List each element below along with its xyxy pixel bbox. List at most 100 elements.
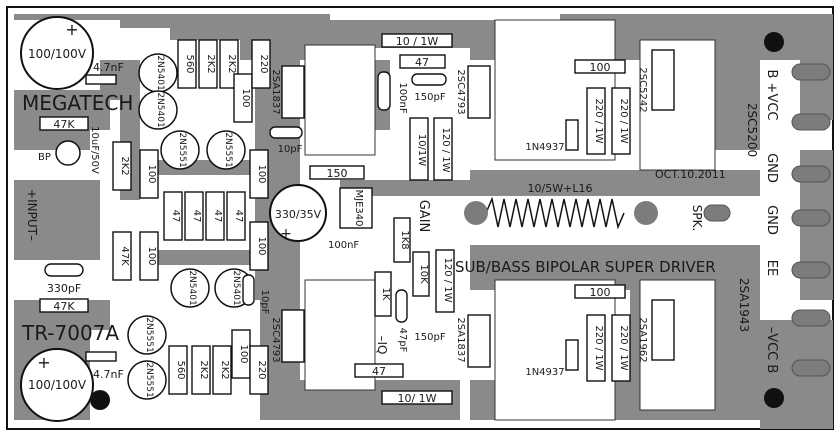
- resistor-47-e-top: 47: [399, 54, 446, 69]
- svg-text:220 / 1W: 220 / 1W: [618, 98, 629, 143]
- resistor-47-e-bottom: 47: [354, 363, 404, 378]
- cap-100nf-top: 100nF: [377, 71, 408, 114]
- svg-text:100: 100: [238, 344, 249, 363]
- svg-text:220: 220: [258, 54, 269, 73]
- svg-text:2SC4793: 2SC4793: [455, 69, 466, 114]
- svg-text:MJE340: MJE340: [353, 190, 364, 227]
- input-label: +INPUT–: [25, 189, 39, 241]
- resistor-560-bottom: 560: [168, 345, 188, 395]
- svg-text:100: 100: [240, 88, 251, 107]
- resistor-2k2-c: 2K2: [112, 141, 132, 191]
- q-mje340: MJE340: [339, 187, 373, 229]
- svg-text:10uF/50V: 10uF/50V: [89, 126, 100, 174]
- svg-text:10pF: 10pF: [259, 290, 270, 315]
- date-label: OCT.10.2011: [655, 168, 726, 181]
- terminal-pads: [703, 63, 831, 377]
- svg-text:2SC5242: 2SC5242: [637, 67, 648, 112]
- resistor-100-c: 100: [139, 231, 159, 281]
- svg-text:47: 47: [372, 365, 386, 378]
- svg-text:2N5401: 2N5401: [187, 270, 197, 305]
- svg-text:1K: 1K: [380, 288, 391, 301]
- q-2sc5242: 2SC5242: [637, 49, 675, 113]
- svg-text:100: 100: [146, 246, 157, 265]
- svg-text:4.7nF: 4.7nF: [93, 368, 124, 381]
- svg-text:1N4937: 1N4937: [525, 142, 564, 153]
- resistor-100-h: 100: [574, 284, 626, 299]
- resistor-47-d: 47: [226, 191, 246, 241]
- cap-150pf-bottom: 150pF: [414, 332, 445, 343]
- svg-text:2N5401: 2N5401: [155, 55, 165, 90]
- cap-10pf-top: 10pF: [269, 126, 303, 155]
- resistor-220-1w-a: 220 / 1W: [586, 87, 606, 155]
- svg-text:2K2: 2K2: [226, 54, 237, 73]
- resistor-47-c: 47: [205, 191, 225, 241]
- svg-text:47: 47: [170, 210, 181, 223]
- svg-text:2SA1837: 2SA1837: [270, 69, 281, 114]
- resistor-2k2-e: 2K2: [212, 345, 232, 395]
- q-2sc4793-bottom: 2SC4793: [270, 309, 305, 363]
- q-2n5401-c: 2N5401: [170, 268, 210, 308]
- svg-text:+: +: [37, 353, 50, 372]
- svg-text:100: 100: [590, 286, 611, 299]
- model-label: TR-7007A: [21, 321, 119, 345]
- q-2n5551-a: 2N5551: [160, 130, 200, 170]
- svg-text:10K: 10K: [418, 264, 429, 284]
- svg-text:100: 100: [256, 164, 267, 183]
- svg-text:10/ 1W: 10/ 1W: [397, 392, 436, 405]
- cap-47pf: 47pF: [395, 289, 408, 353]
- resistor-47-a: 47: [163, 191, 183, 241]
- resistor-100-g: 100: [574, 59, 626, 74]
- resistor-1k8: 1K8: [393, 217, 411, 263]
- svg-text:150pF: 150pF: [414, 332, 445, 343]
- resistor-2k2-d: 2K2: [191, 345, 211, 395]
- cap-10uf-50v: 10uF/50V BP: [38, 126, 100, 174]
- resistor-100-e: 100: [249, 221, 269, 271]
- cap-330-35v: 330/35V +: [269, 184, 327, 242]
- svg-text:220 / 1W: 220 / 1W: [593, 98, 604, 143]
- svg-text:47: 47: [233, 210, 244, 223]
- resistor-47k-a: 47K: [39, 116, 89, 131]
- resistor-2k2-a: 2K2: [198, 39, 218, 89]
- resistor-100-a: 100: [233, 73, 253, 123]
- q-2n5401-a: 2N5401: [138, 53, 178, 93]
- terminal-vcc-pos-label: B +VCC: [764, 70, 779, 121]
- q-2sa1943-label: 2SA1943: [737, 278, 751, 332]
- resistor-10-1w-mid: 10/1W: [409, 117, 429, 181]
- resistor-120-1w-b: 120 / 1W: [435, 249, 455, 313]
- svg-text:47: 47: [191, 210, 202, 223]
- svg-text:120 / 1W: 120 / 1W: [442, 257, 453, 302]
- svg-text:560: 560: [175, 360, 186, 379]
- svg-text:2K2: 2K2: [198, 360, 209, 379]
- cap-330pf: 330pF: [44, 263, 84, 295]
- svg-text:220 / 1W: 220 / 1W: [593, 325, 604, 370]
- cap-10pf-bottom: 10pF: [242, 274, 270, 315]
- resistor-220-1w-b: 220 / 1W: [611, 87, 631, 155]
- resistor-47-b: 47: [184, 191, 204, 241]
- svg-text:2N5401: 2N5401: [155, 92, 165, 127]
- brand-label: MEGATECH: [22, 91, 133, 115]
- resistor-47k-b: 47K: [112, 231, 132, 281]
- spk-label: SPK.: [690, 205, 704, 232]
- svg-text:10/1W: 10/1W: [416, 134, 427, 166]
- resistor-1k: 1K: [374, 271, 392, 317]
- svg-text:100nF: 100nF: [397, 82, 408, 113]
- cap-150pf-top: 150pF: [411, 73, 447, 103]
- svg-text:2N5551: 2N5551: [144, 362, 154, 397]
- svg-text:2K2: 2K2: [205, 54, 216, 73]
- cap-100nf-mid-label: 100nF: [328, 240, 359, 251]
- heatsink-outlines: [304, 19, 716, 421]
- svg-text:2SA1962: 2SA1962: [637, 317, 648, 362]
- resistor-100-f: 100: [231, 329, 251, 379]
- svg-text:47K: 47K: [53, 118, 75, 131]
- svg-text:2N5551: 2N5551: [144, 317, 154, 352]
- resistor-220-1w-d: 220 / 1W: [611, 314, 631, 382]
- resistor-150: 150: [309, 165, 365, 180]
- svg-text:330/35V: 330/35V: [275, 208, 322, 221]
- svg-text:47: 47: [212, 210, 223, 223]
- svg-text:10/5W+L16: 10/5W+L16: [528, 182, 593, 195]
- svg-text:47K: 47K: [53, 300, 75, 313]
- svg-text:BP: BP: [38, 152, 51, 163]
- cap-4-7nf-top: 4.7nF: [85, 61, 124, 85]
- diode-1n4937-bottom: 1N4937: [525, 339, 579, 378]
- terminal-ee-label: EE: [764, 260, 779, 276]
